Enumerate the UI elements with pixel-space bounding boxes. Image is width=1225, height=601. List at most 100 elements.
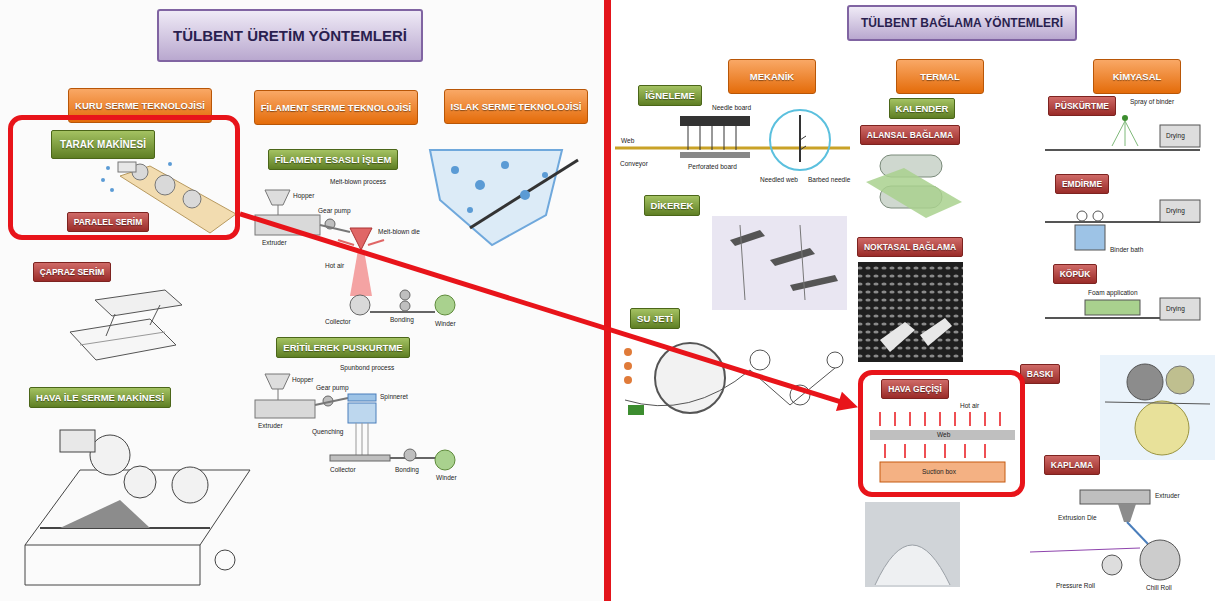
print-rolls [1100,355,1215,460]
stitch-bonding-sketch-part [770,248,815,266]
illustration-label: Bonding [390,316,414,324]
box-label: ERİTİLEREK PUSKURTME [283,342,402,353]
highlight-arrow [240,214,858,411]
melt-blown-process-part [368,240,384,245]
box-label: PÜSKÜRTME [1055,101,1109,111]
orange-box: FİLAMENT SERME TEKNOLOJİSİ [254,90,418,125]
spunbond-process-part [330,455,390,461]
divider-line [604,0,611,601]
box-label: FİLAMENT SERME TEKNOLOJİSİ [261,102,411,113]
needling-sketch-part [680,152,750,158]
spunbond-process-part [362,423,363,455]
spunbond-process-part [348,403,376,423]
box-label: TÜLBENT ÜRETİM YÖNTEMLERİ [173,27,407,44]
green-box: FİLAMENT ESASLI İŞLEM [268,149,399,170]
melt-blown-process-part [278,205,279,215]
melt-blown-process [255,190,455,315]
box-label: TARAK MAKİNESİ [60,139,146,150]
carding-machine-part [118,162,136,172]
needling-sketch-part [688,126,689,150]
hot-air-sketch-part [964,444,966,458]
melt-blown-process-part [400,290,410,300]
melt-blown-process-part [255,215,320,235]
title2-box: TÜLBENT BAĞLAMA YÖNTEMLERİ [847,5,1077,41]
melt-blown-process-part [370,311,435,313]
green-box: KALENDER [889,98,956,119]
stitch-bonding-sketch [712,216,847,310]
machine-photo-part [865,502,960,587]
wet-laid-tank [430,150,578,245]
box-label: BASKI [1027,369,1053,379]
red-box: ALANSAL BAĞLAMA [860,125,960,145]
needling-sketch [615,110,850,170]
red-box: BASKI [1020,364,1060,384]
melt-blown-process-part [435,295,455,315]
water-jet-sketch [624,343,843,415]
title1-box: TÜLBENT ÜRETİM YÖNTEMLERİ [157,9,423,62]
hot-air-sketch-part [939,412,941,426]
cross-lapper [70,290,182,360]
point-bonding-photo-part [858,262,963,362]
box-label: KAPLAMA [1051,460,1094,470]
hot-air-sketch-part [879,412,881,426]
saturation-sketch-part [1160,200,1200,222]
cross-lapper-part [95,290,182,316]
needling-sketch-part [799,115,801,162]
stitch-bonding-sketch-part [740,225,745,300]
water-jet-sketch-part [750,350,770,370]
coating-sketch-part [1030,548,1140,552]
hot-air-sketch-part [880,462,1005,482]
red-box: HAVA GEÇİŞİ [881,379,949,399]
needling-sketch-part [700,126,701,150]
spunbond-process-part [315,398,348,405]
green-box: TARAK MAKİNESİ [51,130,155,159]
red-box: NOKTASAL BAĞLAMA [857,237,963,257]
illustration-label: Suction box [922,468,956,476]
spunbond-process-part [356,423,357,455]
water-jet-sketch-part [624,348,632,356]
spray-sketch-part [1112,121,1125,146]
illustration-label: Extruder [262,239,287,247]
stitch-bonding-sketch-part [730,230,765,246]
stitch-bonding-sketch-part [712,216,847,310]
needling-sketch-part [724,126,725,150]
spray-sketch-part [1160,125,1200,147]
arrow-line [240,214,841,402]
air-laying-machine-part [200,545,201,585]
cross-lapper-part [70,319,176,360]
box-label: ALANSAL BAĞLAMA [867,130,953,140]
hot-air-sketch-part [969,412,971,426]
illustration-label: Melt-blown die [378,228,420,236]
illustration-label: Spinneret [380,393,408,401]
cross-lapper-part [106,314,115,336]
print-rolls-part [1135,401,1189,455]
water-jet-sketch-part [624,376,632,384]
saturation-sketch-part [1077,211,1087,221]
green-box: DİKEREK [644,195,701,216]
box-label: MEKANİK [735,71,809,82]
wet-laid-tank-part [520,190,530,200]
needling-sketch-part [615,147,850,150]
box-label: DİKEREK [651,200,694,211]
illustration-label: Extruder [258,422,283,430]
illustration-label: Chill Roll [1146,584,1172,592]
coating-sketch-part [1118,504,1136,522]
carding-machine-part [168,162,172,166]
illustration-label: Pressure Roll [1056,582,1095,590]
melt-blown-process-part [320,225,350,232]
machine-photo-part [875,545,950,585]
wet-laid-tank-part [501,161,509,169]
spunbond-process-part [368,423,369,455]
foam-sketch-part [1085,300,1140,315]
stitch-bonding-sketch-part [790,275,838,291]
melt-blown-process-part [350,250,372,296]
water-jet-sketch-part [624,362,632,370]
illustration-label: Quenching [312,428,343,436]
spray-sketch-part [1045,149,1200,151]
melt-blown-process-part [350,295,370,315]
orange-box: MEKANİK [728,59,816,94]
saturation-sketch [1045,200,1200,250]
wet-laid-tank-part [430,150,562,245]
air-laying-machine-part [60,500,150,528]
spray-sketch-part [1122,115,1128,121]
